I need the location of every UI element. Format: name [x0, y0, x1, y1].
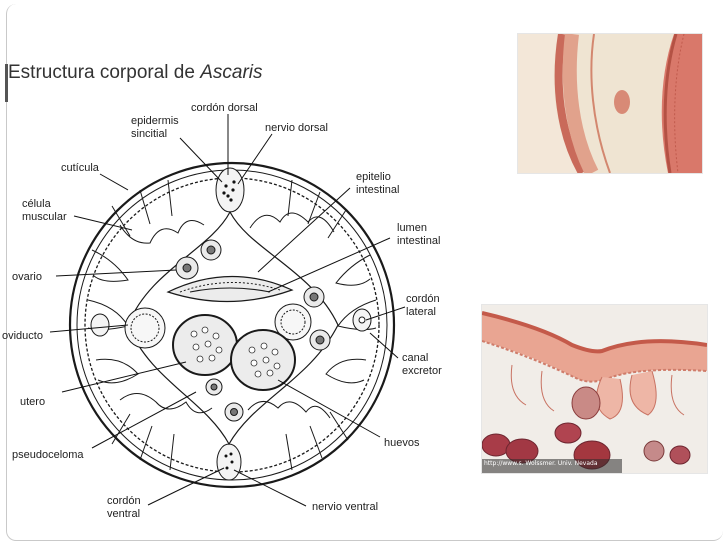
label-oviducto: oviducto: [2, 330, 43, 342]
label-cuticula: cutícula: [61, 162, 100, 174]
lateral-cords: [90, 308, 372, 337]
intestine: [166, 275, 294, 303]
label-epidermis-line2: sincitial: [131, 128, 167, 140]
slide-title: Estructura corporal de Ascaris: [8, 62, 263, 84]
label-epitelio-line1: epitelio: [356, 171, 391, 183]
label-pseudoceloma: pseudoceloma: [12, 449, 84, 461]
label-cordon-dorsal: cordón dorsal: [191, 102, 258, 114]
label-leader-lines: [49, 114, 406, 507]
micrograph-credit: http://www.s. Wolssmer. Univ. Nevada: [484, 460, 598, 467]
oviduct-sections: [124, 303, 312, 349]
label-cordon-ventral-line1: cordón: [107, 495, 141, 507]
title-genus: Ascaris: [200, 62, 263, 83]
label-epitelio-line2: intestinal: [356, 184, 399, 196]
label-cordon-lateral-line2: lateral: [406, 306, 436, 318]
label-celula-line1: célula: [22, 198, 52, 210]
label-celula-line2: muscular: [22, 211, 67, 223]
ovary-sections: [175, 239, 331, 422]
uterus-sections: [172, 314, 296, 391]
label-epidermis-line1: epidermis: [131, 115, 179, 127]
label-cordon-ventral-line2: ventral: [107, 508, 140, 520]
micrograph-body-wall: [518, 34, 702, 173]
label-canal-line2: excretor: [402, 365, 442, 377]
label-nervio-ventral: nervio ventral: [312, 501, 378, 513]
title-text: Estructura corporal de: [8, 62, 201, 83]
dorsal-cord: [215, 167, 245, 213]
label-cordon-lateral-line1: cordón: [406, 293, 440, 305]
label-ovario: ovario: [12, 271, 42, 283]
micrograph-eggs: [482, 305, 707, 473]
label-utero: utero: [20, 396, 45, 408]
diagram-labels: cordón dorsal epidermis sincitial nervio…: [2, 102, 442, 520]
ventral-cord: [216, 443, 242, 481]
label-huevos: huevos: [384, 437, 420, 449]
slide-frame: [5, 4, 723, 541]
label-nervio-dorsal: nervio dorsal: [265, 122, 328, 134]
label-canal-line1: canal: [402, 352, 428, 364]
pseudocoelom: [127, 210, 339, 446]
label-lumen-line2: intestinal: [397, 235, 440, 247]
label-lumen-line1: lumen: [397, 222, 427, 234]
